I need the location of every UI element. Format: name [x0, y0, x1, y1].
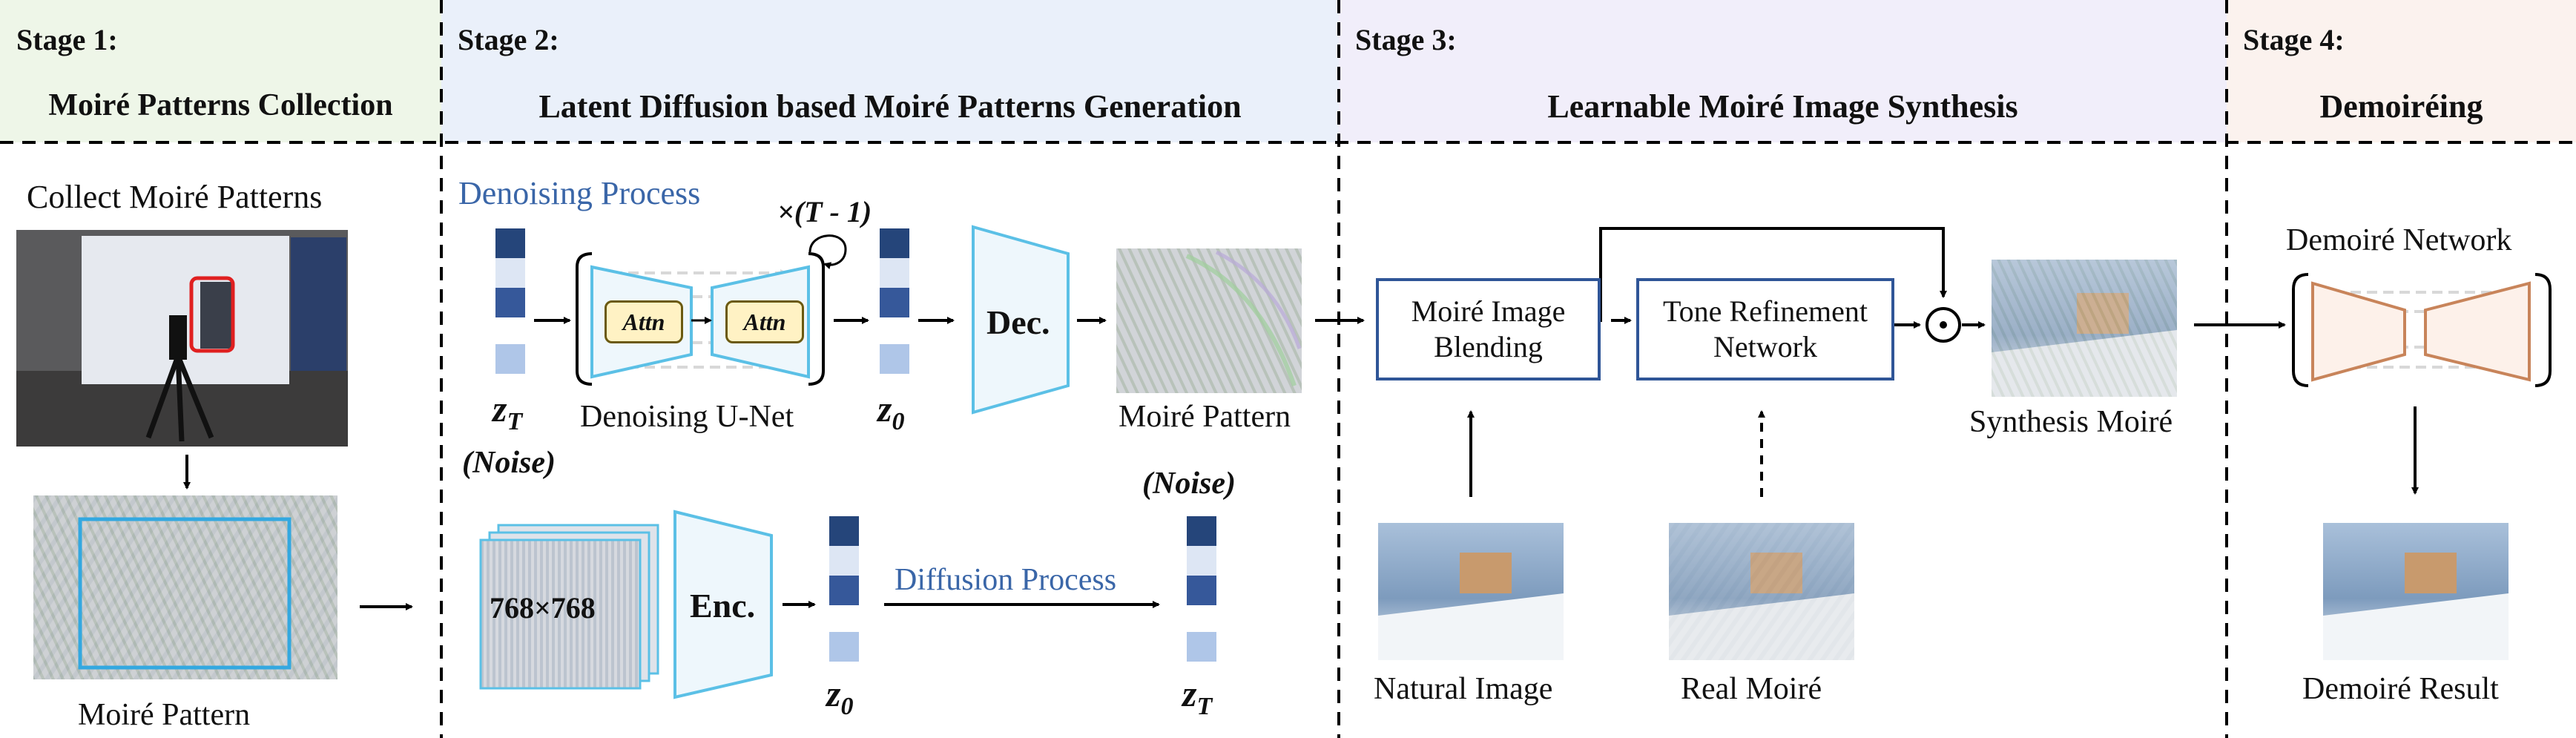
- moire-pattern-label-stage2: Moiré Pattern: [1119, 400, 1291, 434]
- tone-refinement-label: Tone Refinement Network: [1663, 294, 1868, 363]
- latent-zT-top: [495, 228, 525, 374]
- latent-z0-top: [880, 228, 909, 374]
- denoising-process-label: Denoising Process: [458, 175, 701, 211]
- attn-block-left: Attn: [605, 300, 683, 343]
- z0-label-top: z0: [877, 387, 904, 436]
- loop-arrow: [808, 234, 847, 270]
- z0-bottom-sub: 0: [840, 693, 854, 720]
- decoder-label: Dec.: [986, 303, 1050, 341]
- synthesis-moire-image: [1992, 260, 2177, 397]
- tone-refinement-box: Tone Refinement Network: [1636, 278, 1894, 380]
- z0-label-bottom: z0: [826, 672, 853, 721]
- demoire-encoder-shape: [2311, 281, 2406, 382]
- unet-label: Denoising U-Net: [580, 400, 794, 434]
- z0-top-main: z: [877, 388, 892, 429]
- attn-label-right: Attn: [743, 308, 786, 335]
- zT-bottom-sub: T: [1196, 693, 1213, 720]
- moire-sample-photo: [33, 495, 337, 679]
- diffusion-process-label: Diffusion Process: [895, 563, 1117, 597]
- encoder-shape: [673, 510, 773, 699]
- input-size-label: 768×768: [490, 591, 596, 625]
- stage1-title: Stage 1:: [16, 23, 118, 56]
- stage3-header: Stage 3: Learnable Moiré Image Synthesis: [1339, 0, 2227, 142]
- stage4-subtitle: Demoiréing: [2319, 88, 2483, 125]
- latent-zT-bottom: [1187, 516, 1216, 662]
- stage2-title: Stage 2:: [458, 23, 559, 56]
- stage2-header: Stage 2: Latent Diffusion based Moiré Pa…: [441, 0, 1339, 142]
- encoder-label: Enc.: [690, 587, 756, 625]
- demoire-result-image: [2323, 523, 2509, 660]
- collection-photo: [16, 230, 348, 447]
- zT-bottom-main: z: [1182, 673, 1197, 714]
- zT-label-bottom: zT: [1182, 672, 1212, 721]
- natural-image-label: Natural Image: [1374, 672, 1553, 706]
- repeat-label-text: ×(T - 1): [777, 195, 872, 228]
- noise-label-top: (Noise): [462, 446, 556, 480]
- noise-label-bottom: (Noise): [1142, 467, 1236, 501]
- stage4-title: Stage 4:: [2243, 23, 2345, 56]
- blending-label: Moiré Image Blending: [1411, 294, 1566, 363]
- stage1-subtitle: Moiré Patterns Collection: [48, 88, 393, 122]
- zT-top-sub: T: [507, 408, 523, 435]
- real-moire-label: Real Moiré: [1681, 672, 1822, 706]
- latent-z0-bottom: [829, 516, 859, 662]
- demoire-result-label: Demoiré Result: [2302, 672, 2499, 706]
- synthesis-label: Synthesis Moiré: [1969, 405, 2173, 439]
- z0-top-sub: 0: [892, 408, 905, 435]
- zT-label-top: zT: [493, 387, 522, 436]
- decoder-shape: [972, 225, 1070, 415]
- stage1-header: Stage 1: Moiré Patterns Collection: [0, 0, 441, 142]
- demoire-decoder-shape: [2424, 281, 2531, 382]
- stage3-title: Stage 3:: [1355, 23, 1457, 56]
- z0-bottom-main: z: [826, 673, 841, 714]
- moire-pattern-label-stage1: Moiré Pattern: [78, 698, 251, 732]
- zT-top-main: z: [493, 388, 507, 429]
- collect-label: Collect Moiré Patterns: [27, 179, 323, 215]
- stage4-header: Stage 4: Demoiréing: [2227, 0, 2576, 142]
- blending-box: Moiré Image Blending: [1376, 278, 1601, 380]
- real-moire-image: [1669, 523, 1854, 660]
- stage3-subtitle: Learnable Moiré Image Synthesis: [1547, 88, 2018, 125]
- repeat-label: ×(T - 1): [777, 194, 872, 229]
- demoire-network-label: Demoiré Network: [2286, 223, 2512, 257]
- input-stack: [479, 524, 659, 690]
- attn-block-right: Attn: [725, 300, 804, 343]
- stage2-subtitle: Latent Diffusion based Moiré Patterns Ge…: [538, 88, 1242, 125]
- attn-label-left: Attn: [622, 308, 665, 335]
- natural-image: [1378, 523, 1564, 660]
- generated-moire-image: [1116, 248, 1302, 393]
